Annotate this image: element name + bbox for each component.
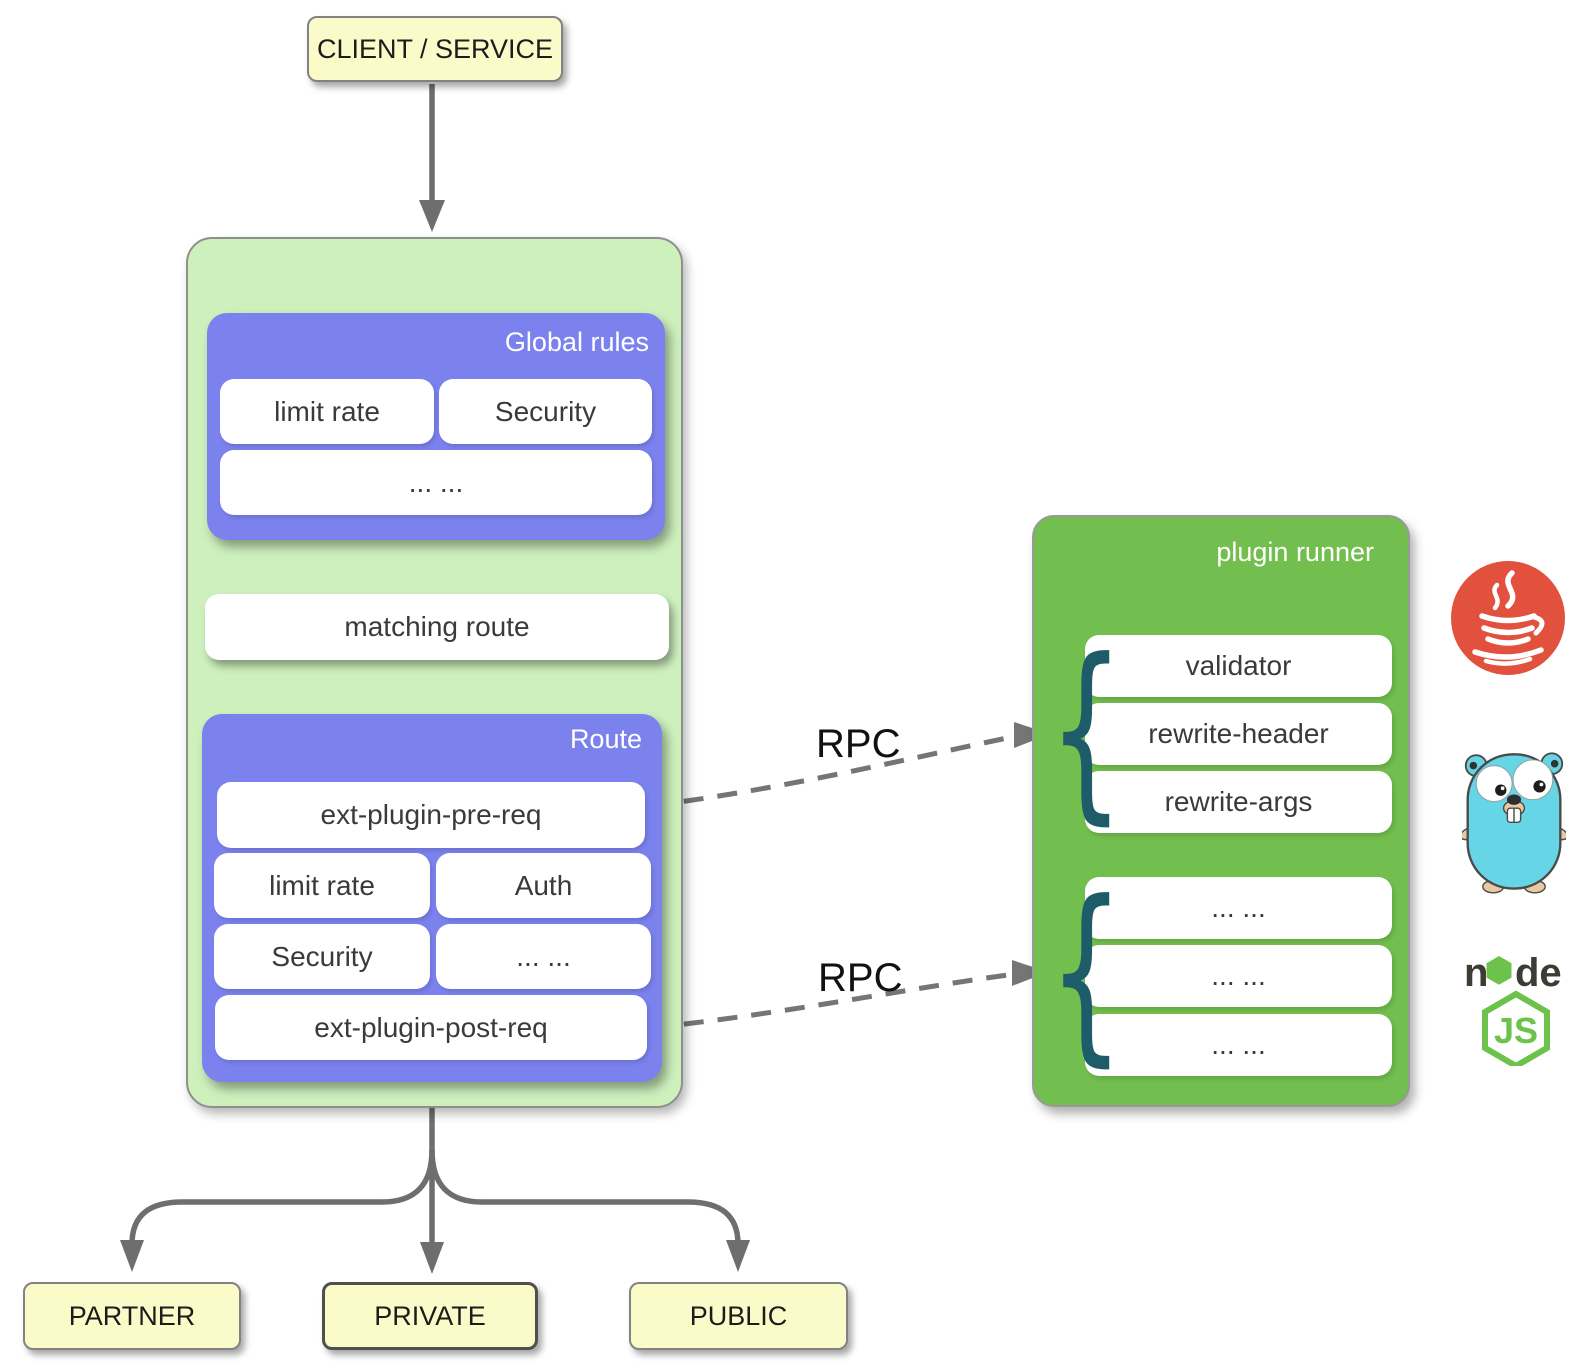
- java-icon: [1448, 558, 1568, 678]
- route-ext-plugin-pre-req: ext-plugin-pre-req: [217, 782, 645, 848]
- plugin-rewrite-header: rewrite-header: [1085, 703, 1392, 765]
- brace-bottom: {: [1048, 877, 1124, 1069]
- global-rules-title: Global rules: [504, 327, 649, 357]
- global-rule-limit-rate: limit rate: [220, 379, 434, 444]
- route-security: Security: [214, 924, 430, 989]
- node-js-letters: JS: [1494, 1010, 1538, 1051]
- rpc-label-top: RPC: [816, 722, 901, 766]
- target-partner-label: PARTNER: [68, 1300, 196, 1331]
- route-more: ... ...: [436, 924, 651, 989]
- target-private-box: PRIVATE: [322, 1282, 538, 1350]
- node-word-prefix: n: [1464, 951, 1488, 995]
- client-service-box: CLIENT / SERVICE: [307, 16, 563, 82]
- route-auth: Auth: [436, 853, 651, 918]
- plugin-placeholder-3: ... ...: [1085, 1014, 1392, 1076]
- target-partner-box: PARTNER: [23, 1282, 241, 1350]
- plugin-runner-panel: plugin runner validator rewrite-header r…: [1032, 515, 1410, 1107]
- target-public-label: PUBLIC: [689, 1300, 788, 1331]
- plugin-placeholder-1: ... ...: [1085, 877, 1392, 939]
- go-gopher-icon: [1459, 742, 1569, 897]
- plugin-placeholder-2: ... ...: [1085, 945, 1392, 1007]
- nodejs-icon: n de JS: [1462, 946, 1570, 1070]
- global-rule-security: Security: [439, 379, 652, 444]
- route-panel: Route ext-plugin-pre-req limit rate Auth…: [202, 714, 662, 1082]
- global-rules-panel: Global rules limit rate Security ... ...: [207, 313, 665, 540]
- route-limit-rate: limit rate: [214, 853, 430, 918]
- plugin-validator: validator: [1085, 635, 1392, 697]
- target-public-box: PUBLIC: [629, 1282, 848, 1350]
- target-private-label: PRIVATE: [374, 1300, 486, 1331]
- client-service-label: CLIENT / SERVICE: [316, 33, 554, 64]
- route-title: Route: [569, 724, 642, 754]
- plugin-rewrite-args: rewrite-args: [1085, 771, 1392, 833]
- brace-top: {: [1048, 635, 1124, 827]
- route-ext-plugin-post-req: ext-plugin-post-req: [215, 995, 647, 1060]
- node-word-suffix: de: [1515, 951, 1562, 995]
- plugin-runner-title: plugin runner: [1216, 537, 1374, 567]
- matching-route-box: matching route: [205, 594, 669, 660]
- global-rule-more: ... ...: [220, 450, 652, 515]
- gateway-container: Global rules limit rate Security ... ...…: [186, 237, 683, 1108]
- rpc-label-bottom: RPC: [818, 956, 903, 1000]
